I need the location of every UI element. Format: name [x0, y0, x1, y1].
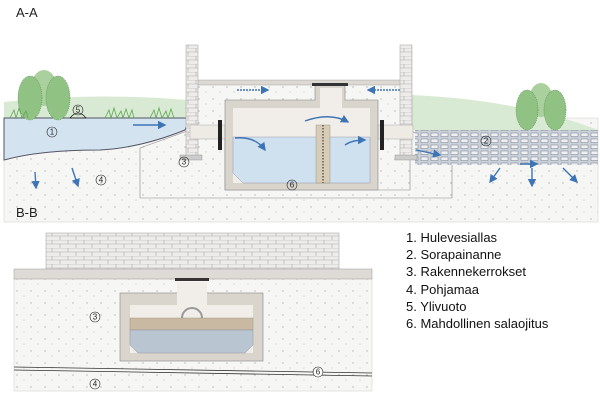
manhole-shaft — [320, 88, 342, 110]
tree-icon — [543, 89, 567, 131]
pillar-footing — [179, 154, 203, 161]
section-a-a: 1 2 3 4 5 6 — [3, 44, 599, 223]
legend-item: 3. Rakennekerrokset — [406, 264, 526, 280]
section-title-b-b: B-B — [16, 205, 38, 220]
drain-pipe — [13, 366, 373, 377]
gravel-depression — [415, 130, 598, 165]
pillar-right — [399, 44, 413, 158]
water-layer — [129, 329, 254, 354]
grass-right — [412, 95, 598, 130]
legend-item: 5. Ylivuoto — [406, 298, 467, 314]
section-markers-a-a: 1 2 3 4 5 6 — [46, 104, 492, 191]
marker-4: 4 — [99, 176, 104, 185]
manhole-shaft — [177, 282, 207, 307]
overflow-structure — [69, 112, 87, 119]
tree-icon — [17, 75, 43, 121]
legend-item: 2. Sorapainanne — [406, 247, 502, 263]
manhole-cover — [312, 83, 348, 86]
grass-tufts — [9, 106, 175, 120]
pillar-footing — [394, 154, 418, 161]
manhole-cover — [175, 278, 209, 281]
pillar-left — [185, 44, 199, 158]
paving — [13, 268, 373, 280]
section-title-a-a: A-A — [16, 5, 38, 20]
marker-4: 4 — [93, 380, 98, 389]
legend-item: 1. Hulevesiallas — [406, 230, 498, 245]
marker-1: 1 — [50, 128, 55, 137]
tank-water — [232, 136, 371, 184]
sediment-layer — [129, 317, 254, 331]
marker-3: 3 — [93, 313, 98, 322]
section-markers-b-b: 3 4 6 — [89, 311, 324, 390]
pipe-opening — [181, 307, 203, 319]
tree-icon — [515, 89, 539, 131]
legend-item: 4. Pohjamaa — [406, 281, 479, 297]
marker-6: 6 — [290, 181, 295, 190]
legend: 1. Hulevesiallas 2. Sorapainanne 3. Rake… — [406, 229, 548, 332]
marker-2: 2 — [484, 137, 489, 146]
outlet-flange — [380, 120, 384, 150]
marker-5: 5 — [76, 106, 81, 115]
section-b-b: 3 4 6 — [13, 232, 373, 392]
stormwater-pond — [3, 117, 191, 161]
inlet-flange — [218, 120, 222, 150]
marker-6: 6 — [316, 368, 321, 377]
tree-icon — [45, 75, 71, 121]
surface-paving — [192, 79, 409, 86]
flow-arrows — [31, 85, 578, 190]
legend-item: 6. Mahdollinen salaojitus — [406, 316, 549, 332]
marker-3: 3 — [182, 158, 187, 167]
